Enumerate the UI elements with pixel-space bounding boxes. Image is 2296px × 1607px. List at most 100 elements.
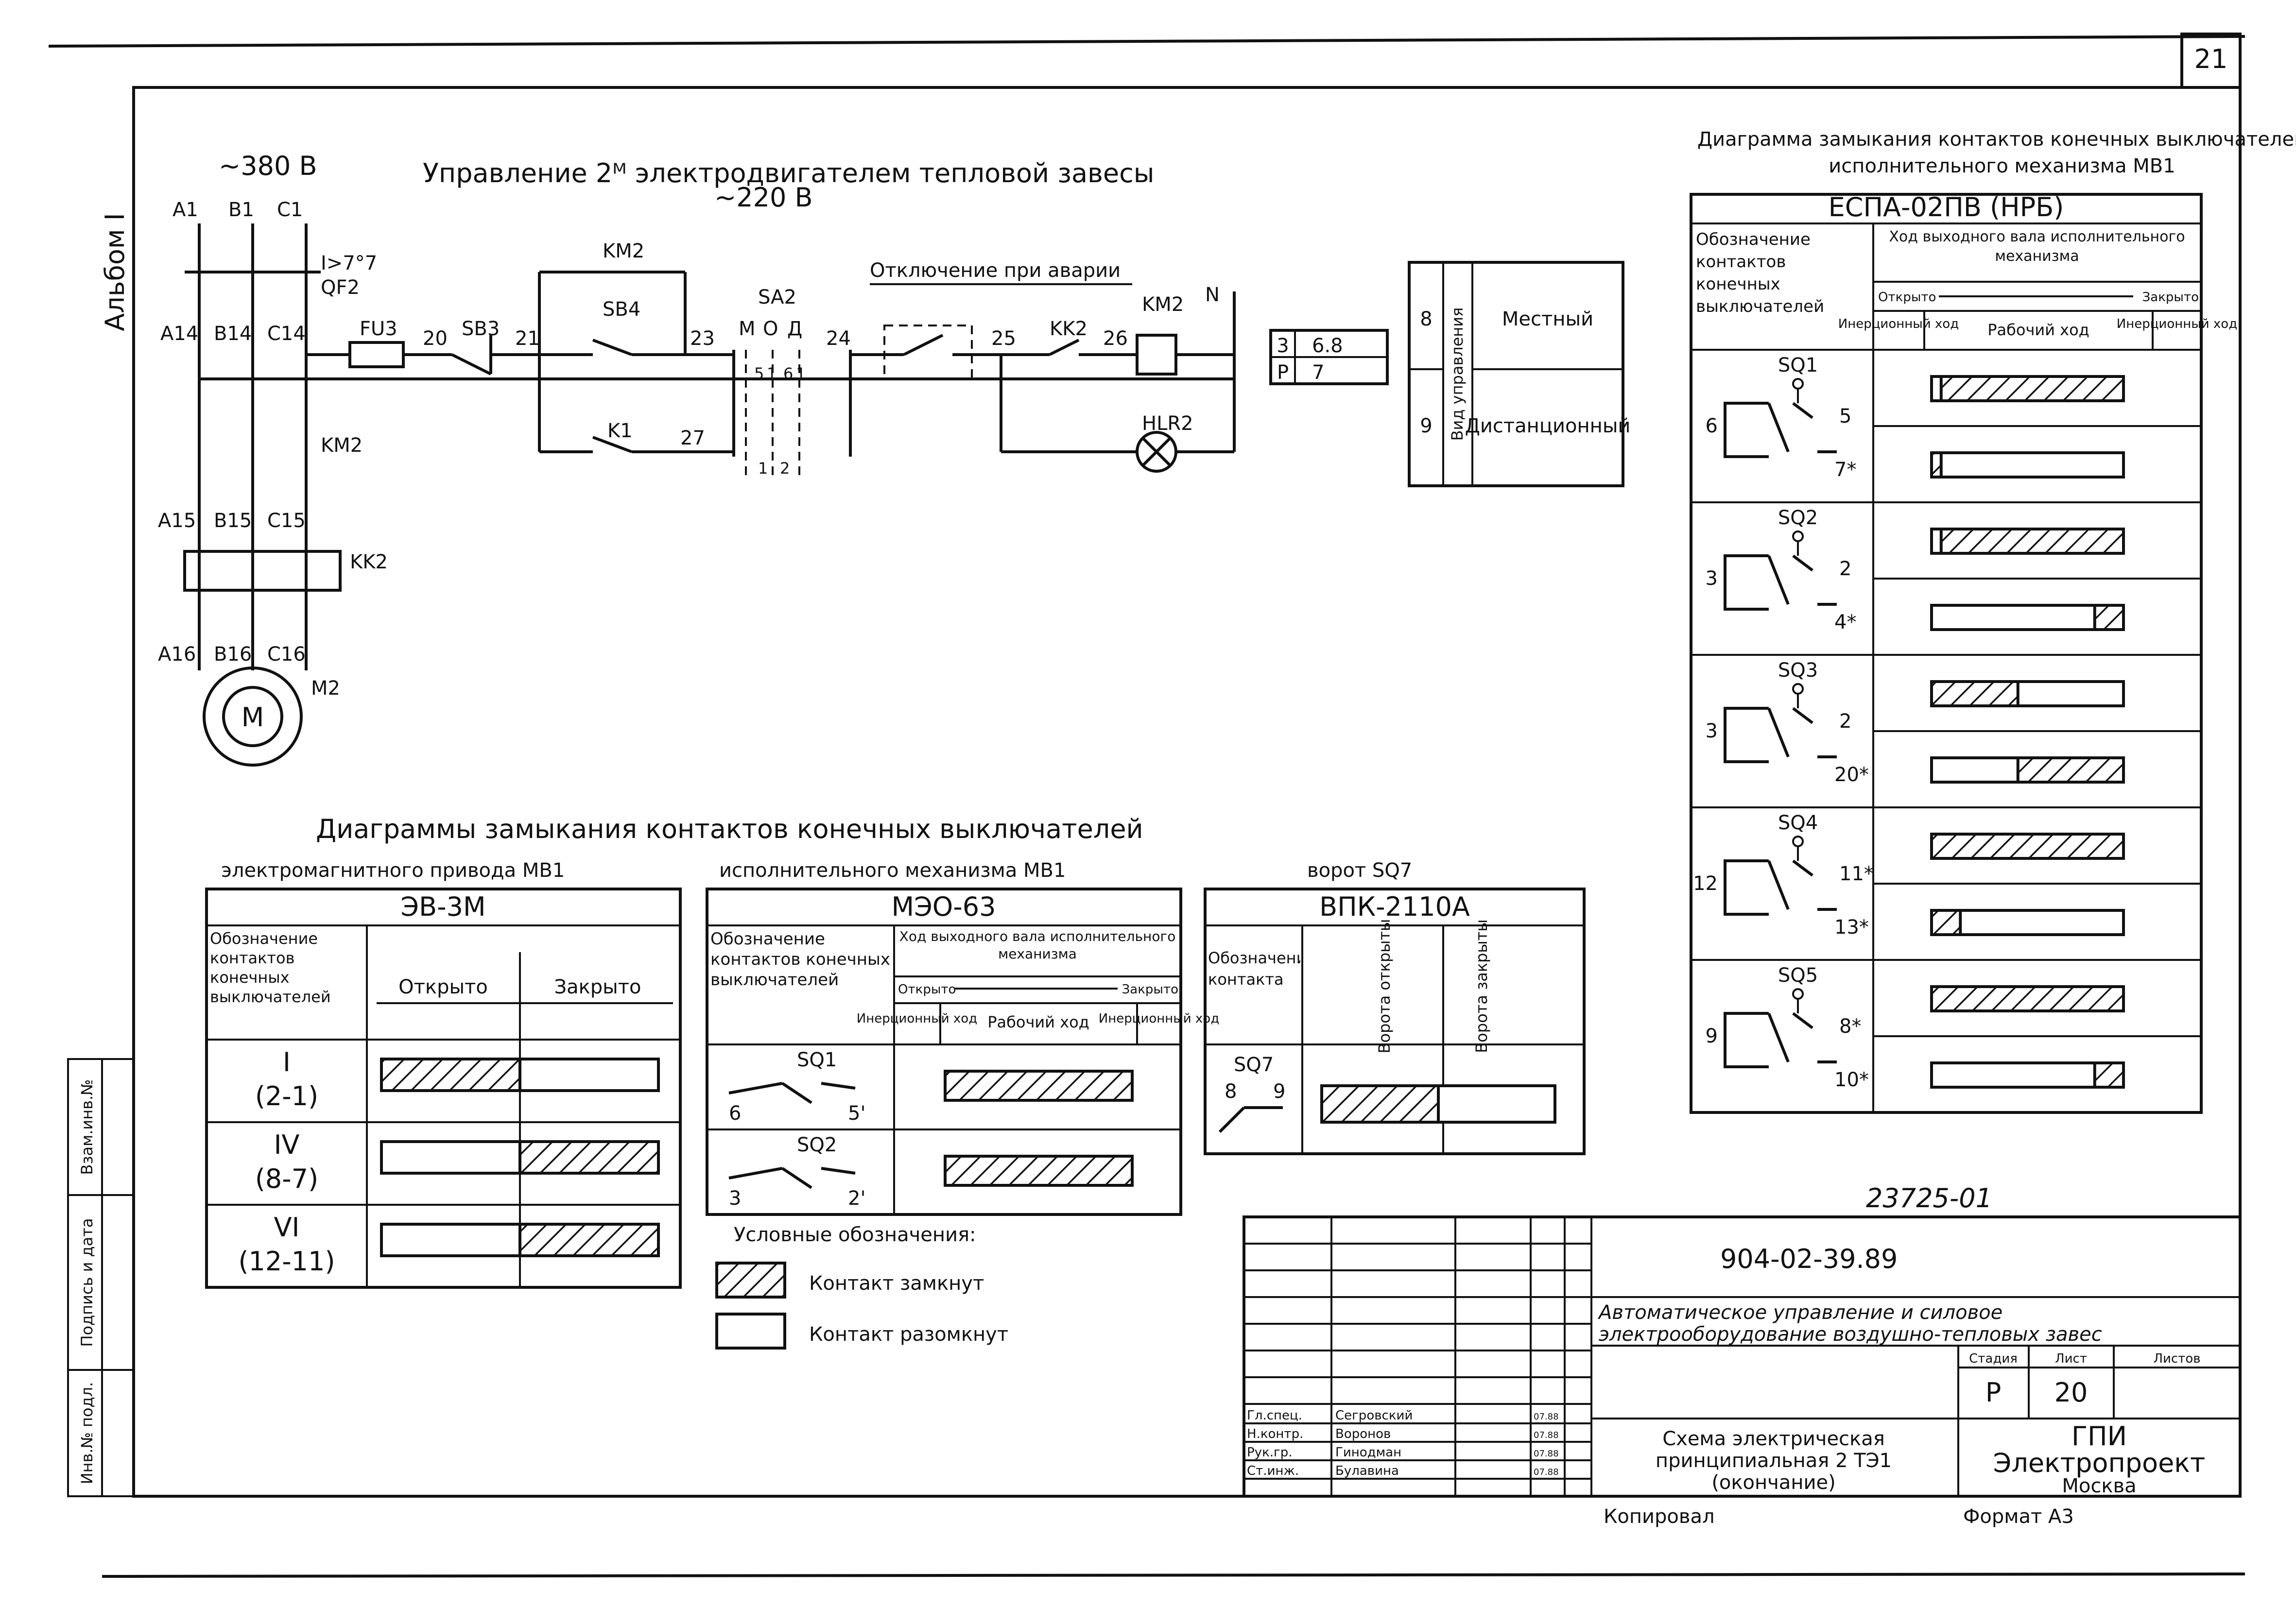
control-circuit: Управление 2ᴹ электродвигателем тепловой…: [158, 151, 1631, 767]
circuit-label: A1: [173, 199, 198, 221]
circuit-label: N: [1205, 284, 1220, 306]
control-voltage: ~220 В: [714, 182, 813, 213]
sig-name: Сегровский: [1335, 1408, 1413, 1423]
meo63-terminal: 2': [848, 1187, 865, 1210]
mode-table: Вид управления 8 Местный 9 Дистанционный: [1408, 261, 1631, 487]
drawing-title-2: принципиальная 2 ТЭ1: [1656, 1450, 1892, 1472]
meo63-terminal: 5': [848, 1102, 865, 1125]
meo63-inertial-right: Инерционный ход: [1099, 1011, 1219, 1026]
circuit-label: М: [739, 318, 756, 340]
circuit-label: SB4: [603, 298, 640, 321]
espa-open-label: Открыто: [1878, 290, 1936, 305]
espa-closed-segment: [2093, 1061, 2125, 1089]
vpk-terminal: 8: [1225, 1080, 1237, 1103]
side-stamp: Взам.инв.№ Подпись и дата Инв.№ подл.: [67, 1058, 135, 1497]
circuit-label: A14: [160, 323, 198, 345]
circuit-label: I>7°7: [321, 252, 377, 274]
switch-actuator: [1792, 683, 1804, 695]
ev3m-roman: VI: [274, 1212, 300, 1243]
sheet-label: Лист: [2055, 1351, 2087, 1366]
bottom-titles: Диаграммы замыкания контактов конечных в…: [221, 814, 1412, 882]
circuit-label: SA2: [758, 286, 796, 308]
side-stamp-field: Инв.№ подл.: [78, 1382, 96, 1485]
sig-name: Булавина: [1335, 1464, 1399, 1478]
org-line1: ГПИ: [2072, 1421, 2127, 1452]
espa-col-contacts: Обозначение контактов конечных выключате…: [1696, 230, 1825, 316]
stage-value: Р: [1985, 1377, 2002, 1408]
espa-bar: [1930, 1061, 2125, 1089]
ev3m-closed-label: Закрыто: [554, 976, 641, 998]
espa-nc-terminal: 11*: [1839, 863, 1874, 885]
project-title-2: электрооборудование воздушно-тепловых за…: [1599, 1323, 2102, 1346]
drawing-frame: 2 1 Альбом I: [48, 33, 2245, 1578]
sheet-value: 20: [2054, 1377, 2088, 1408]
legend-title: Условные обозначения:: [734, 1224, 976, 1246]
meo63-terminal: 6: [729, 1102, 741, 1125]
side-stamp-field: Взам.инв.№: [78, 1079, 96, 1175]
vpk-terminal: 9: [1273, 1080, 1285, 1103]
circuit-label: A15: [158, 510, 196, 532]
motor-symbol: [203, 667, 303, 767]
circuit-label: FU3: [360, 318, 397, 340]
circuit-label: HLR2: [1142, 412, 1193, 435]
org-line2: Электропроект: [1993, 1448, 2206, 1478]
ev3m-pair: (12-11): [238, 1246, 335, 1277]
meo63-terminal: 3: [729, 1187, 741, 1210]
vpk-gate-closed: Ворота закрыты: [1472, 919, 1491, 1053]
espa-switch-name: SQ1: [1778, 354, 1818, 376]
espa-common-terminal: 9: [1706, 1025, 1718, 1047]
circuit-label: 1: [758, 459, 768, 478]
espa-switch-name: SQ3: [1778, 659, 1818, 682]
espa-nc-terminal: 2: [1839, 558, 1851, 580]
sig-role: Рук.гр.: [1247, 1445, 1292, 1460]
project-title-1: Автоматическое управление и силовое: [1597, 1301, 2003, 1324]
ev3m-rows: I(2-1)IV(8-7)VI(12-11): [238, 1047, 660, 1277]
espa-closed-segment: [1930, 451, 1943, 479]
circuit-label: A16: [158, 643, 196, 666]
circuit-label: C15: [267, 510, 306, 532]
ev3m-roman: I: [283, 1047, 291, 1077]
mode-code: Р: [1277, 361, 1289, 384]
ev3m-col-contacts: Обозначение контактов конечных выключате…: [210, 929, 331, 1006]
switch-actuator: [1792, 836, 1804, 847]
mode-code: 3: [1277, 335, 1289, 357]
copy-number: 23725-01: [1866, 1183, 1992, 1214]
circuit-label: KM2: [603, 240, 644, 262]
org-line3: Москва: [2062, 1475, 2136, 1497]
emergency-label: Отключение при аварии: [870, 259, 1121, 282]
legend-open-swatch: [715, 1313, 786, 1350]
vpk-closed-segment: [1320, 1084, 1440, 1124]
drawing-title-1: Схема электрическая: [1662, 1428, 1885, 1450]
espa-nc-terminal: 8*: [1839, 1015, 1861, 1038]
side-stamp-field: Подпись и дата: [78, 1218, 96, 1347]
vpk-gate-open: Ворота открыты: [1375, 919, 1394, 1054]
stage-label: Стадия: [1969, 1351, 2018, 1366]
espa-closed-segment: [1930, 680, 2020, 707]
ev3m-closed-segment: [380, 1058, 521, 1092]
meo63-device: МЭО-63: [892, 891, 996, 922]
circuit-label: 23: [690, 327, 715, 350]
mode-name: Дистанционный: [1465, 415, 1631, 437]
album-label: Альбом I: [100, 213, 130, 331]
diagrams-title: Диаграммы замыкания контактов конечных в…: [316, 814, 1143, 844]
circuit-label: B14: [214, 323, 252, 345]
espa-inertial-right: Инерционный ход: [2117, 317, 2237, 331]
sig-name: Гинодман: [1335, 1445, 1401, 1460]
espa-working: Рабочий ход: [1987, 321, 2089, 339]
espa-nc-terminal: 2: [1839, 710, 1851, 733]
power-voltage: ~380 В: [219, 151, 317, 181]
legend-closed-swatch: [715, 1262, 786, 1299]
espa-bar: [1930, 909, 2125, 936]
meo63-switch-name: SQ2: [797, 1134, 837, 1156]
meo63-open-label: Открыто: [898, 982, 956, 997]
espa-title-line2: исполнительного механизма МВ1: [1829, 155, 2175, 177]
ev3m-roman: IV: [274, 1129, 300, 1160]
format-label: Формат А3: [1963, 1505, 2074, 1528]
circuit-label: C14: [267, 323, 306, 345]
sig-date: 07.88: [1534, 1430, 1559, 1440]
espa-common-terminal: 3: [1706, 720, 1718, 742]
mode-num: 8: [1420, 308, 1432, 330]
gate-title: ворот SQ7: [1307, 859, 1412, 882]
circuit-label: K1: [607, 420, 633, 442]
